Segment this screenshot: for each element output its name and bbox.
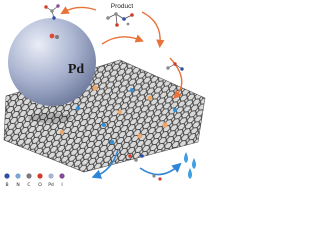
intermediate-molecule-icon: [166, 62, 184, 71]
catalysis-scheme: Pd Product: [3, 3, 206, 188]
recycle-arrows: [91, 149, 182, 179]
legend-label-n: N: [16, 182, 19, 188]
legend-label-c: C: [27, 182, 30, 188]
legend-label-i: I: [61, 182, 62, 188]
pd-nanoparticle: Pd: [8, 18, 96, 123]
atom-legend: B N C O Pd I: [4, 173, 65, 188]
dopant-atoms: [59, 85, 177, 144]
legend-dot-c: [26, 173, 32, 179]
legend-dot-pd: [48, 173, 54, 179]
legend-dot-n: [15, 173, 21, 179]
catalyst-label: Pd: [68, 62, 85, 77]
legend-dot-i: [59, 173, 65, 179]
legend-label-b: B: [5, 182, 8, 188]
legend-label-o: O: [38, 182, 42, 188]
product-label: Product: [111, 3, 134, 10]
water-droplet-icon: [184, 152, 196, 179]
bottom-molecule-icon: [128, 154, 162, 181]
catalytic-cycle-arrows: [60, 6, 183, 100]
product-molecule-icon: [106, 12, 134, 27]
legend-label-pd: Pd: [48, 182, 54, 188]
legend-dot-o: [37, 173, 43, 179]
reactant-molecule-icon: [44, 4, 60, 20]
legend-dot-b: [4, 173, 10, 179]
